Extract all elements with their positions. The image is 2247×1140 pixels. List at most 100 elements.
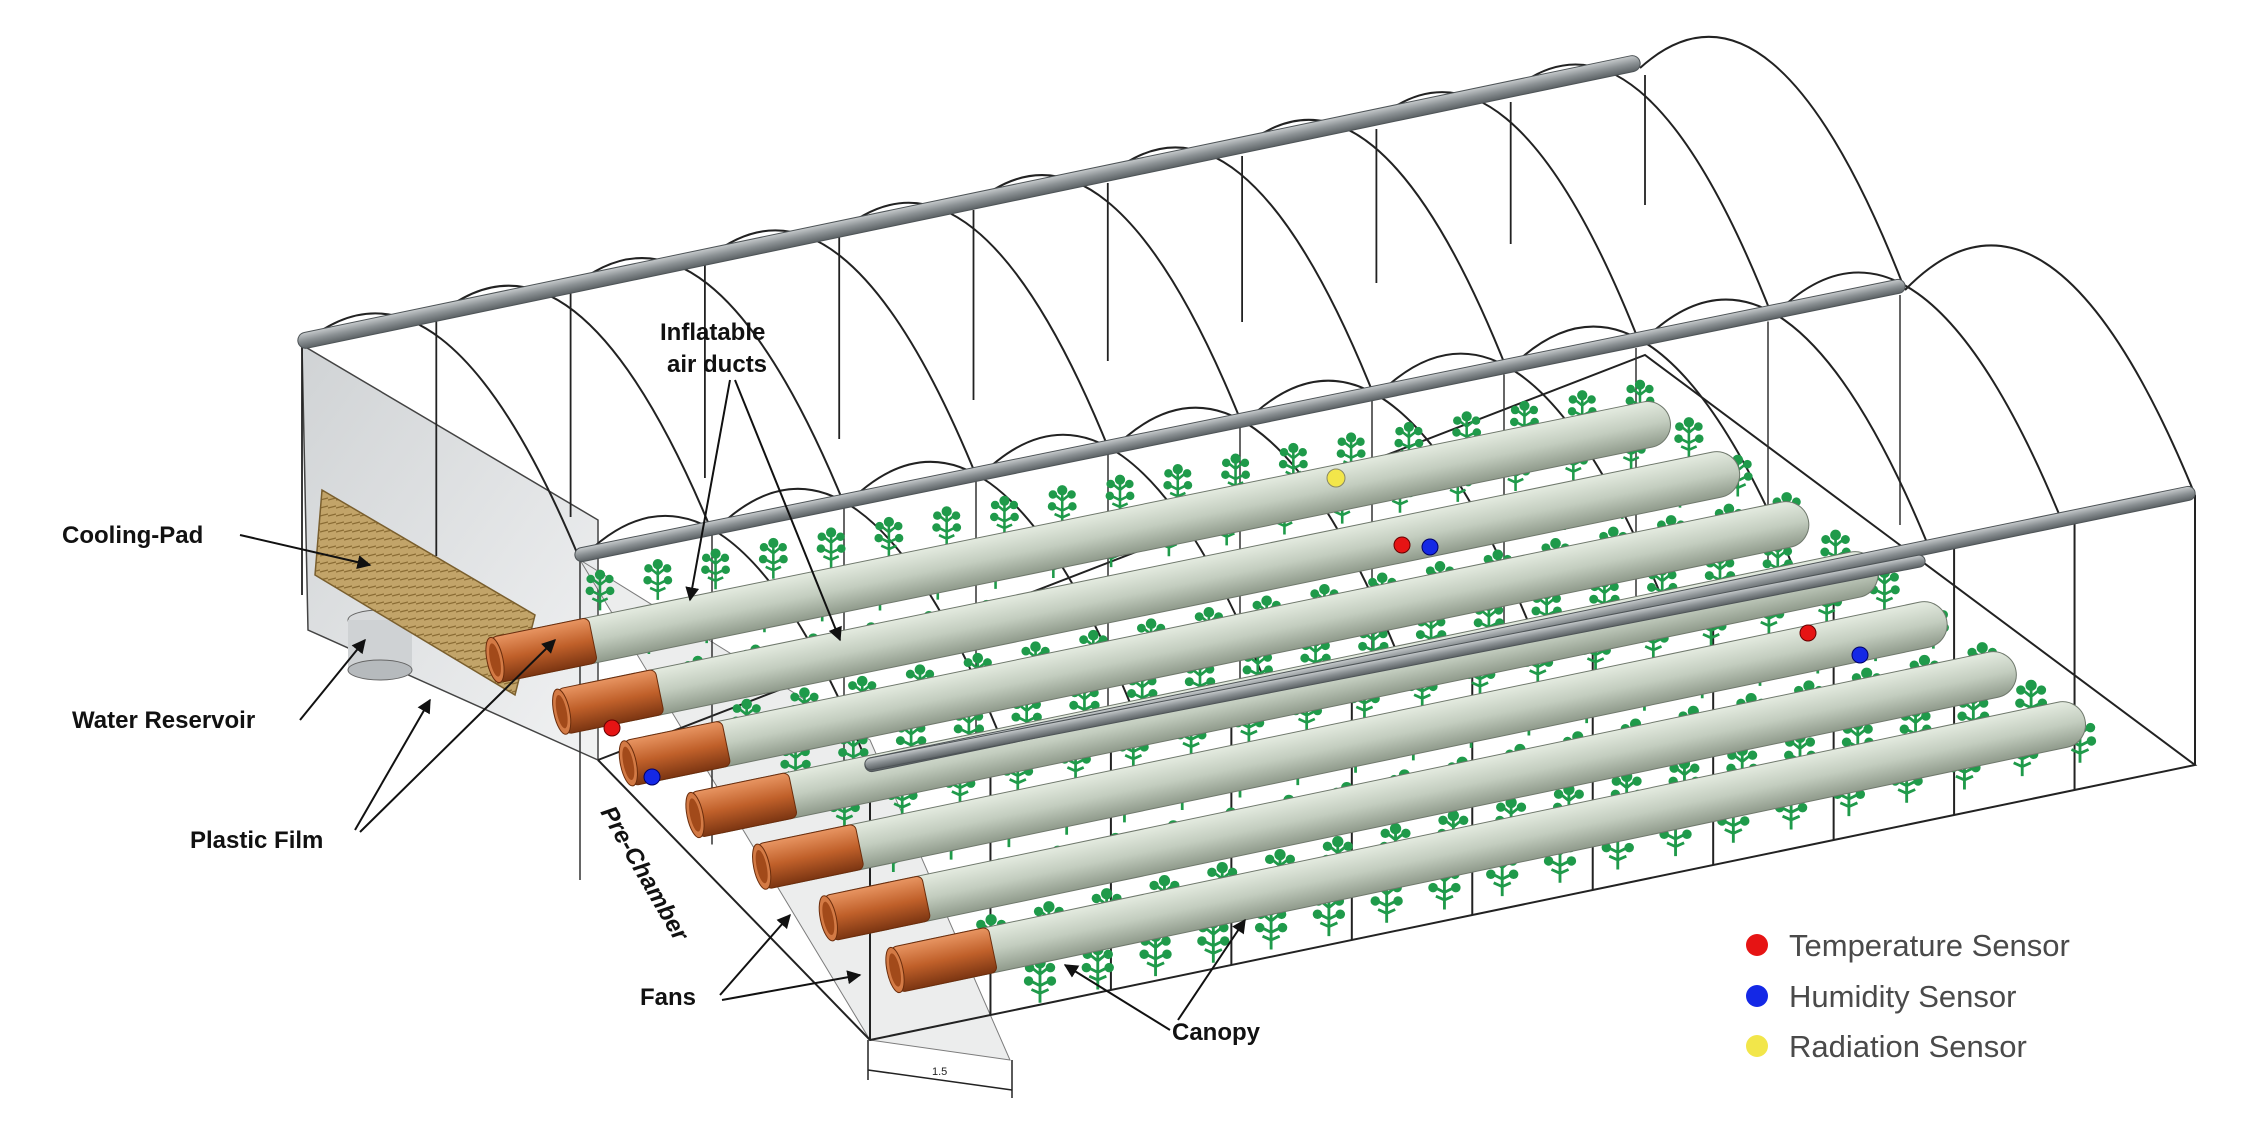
plant-leaf <box>1358 641 1368 651</box>
plant-leaf <box>1127 689 1136 698</box>
plant-leaf <box>1550 538 1561 549</box>
plant-leaf <box>790 692 800 702</box>
plant-leaf <box>836 532 845 541</box>
plant-leaf <box>605 574 614 584</box>
plant <box>643 559 673 600</box>
plant-leaf <box>1694 434 1704 443</box>
plant-leaf <box>1665 515 1677 526</box>
plant-leaf <box>721 565 731 574</box>
arch-left-span <box>1371 91 1641 345</box>
plant-leaf <box>1278 459 1288 469</box>
air-duct <box>552 451 1741 735</box>
plant-leaf <box>1889 572 1899 582</box>
plant-leaf <box>1434 561 1446 572</box>
plant-leaf <box>1389 822 1402 835</box>
plant-stem <box>820 532 842 569</box>
plant-leaf <box>1492 549 1504 561</box>
plant-stem <box>1708 558 1732 597</box>
cooling-pad-label: Cooling-Pad <box>62 522 203 549</box>
plant-leaf <box>1337 437 1347 446</box>
plant-leaf <box>1509 417 1519 427</box>
plant-stem <box>1143 936 1168 977</box>
plant-leaf <box>1357 449 1366 458</box>
plant-leaf <box>1566 856 1577 866</box>
plant-leaf <box>1394 438 1403 448</box>
plant-leaf <box>1830 529 1841 541</box>
plant-leaf <box>1219 936 1230 946</box>
plant-leaf <box>1531 606 1541 616</box>
plant-stem <box>1224 458 1247 495</box>
radiation-sensor <box>1326 468 1346 488</box>
plant-leaf <box>976 919 986 930</box>
plant-leaf <box>1589 594 1599 604</box>
arch-right-span <box>1771 271 2064 523</box>
plant-leaf <box>933 511 942 520</box>
plant-leaf <box>1011 712 1021 722</box>
plant-leaf <box>741 698 752 710</box>
plant-leaf <box>1184 677 1194 687</box>
plant-leaf <box>989 512 999 522</box>
plant-leaf <box>1221 458 1231 468</box>
plant-leaf <box>2085 722 2096 733</box>
plant-stem <box>1073 688 1096 726</box>
plant-leaf <box>1403 421 1414 433</box>
plant-leaf <box>1797 802 1808 813</box>
plant-leaf <box>701 553 711 563</box>
plant-leaf <box>1601 842 1612 853</box>
plant-leaf <box>1918 654 1931 667</box>
fan-inner <box>822 901 835 936</box>
plant-leaf <box>1747 750 1758 760</box>
plant-leaf <box>1401 828 1411 838</box>
plant-leaf <box>1743 472 1753 481</box>
plant-leaf <box>2015 698 2025 708</box>
plant-leaf <box>1048 490 1058 499</box>
plant-leaf <box>1183 481 1193 490</box>
plant-leaf <box>1346 432 1357 443</box>
plant-stem <box>1362 629 1385 667</box>
plant-leaf <box>1114 474 1126 485</box>
plant-leaf <box>1033 906 1044 917</box>
plant-leaf <box>838 747 848 757</box>
plant-leaf <box>2016 685 2026 695</box>
plant-leaf <box>1023 976 1034 986</box>
plant <box>1394 421 1424 463</box>
plant-leaf <box>1516 802 1527 812</box>
plant-leaf <box>1091 893 1102 904</box>
plant-stem <box>1593 582 1616 620</box>
ridge-beam-left <box>297 55 1641 349</box>
plant-leaf <box>1453 416 1462 425</box>
plant-leaf <box>1162 949 1172 960</box>
plant-leaf <box>1567 407 1577 416</box>
dimension-label: 1.5 <box>932 1066 947 1078</box>
plant-leaf <box>1625 396 1635 406</box>
plant-leaf <box>1447 809 1459 822</box>
plant-leaf <box>972 652 984 664</box>
plant <box>1336 432 1366 474</box>
plant-leaf <box>1725 558 1735 568</box>
fans-label: Fans <box>640 984 696 1011</box>
plant-stem <box>1085 949 1110 990</box>
plant-leaf <box>662 564 672 573</box>
plant-leaf <box>867 681 877 690</box>
plant-leaf <box>1626 384 1635 394</box>
plant-leaf <box>1471 416 1481 425</box>
plant-leaf <box>1125 479 1134 489</box>
plant-stem <box>935 511 958 548</box>
plant-stem <box>704 553 727 590</box>
plant-leaf <box>883 516 894 528</box>
plant-leaf <box>1899 724 1909 734</box>
plant-leaf <box>1634 379 1646 390</box>
plant-leaf <box>751 704 761 713</box>
plant-leaf <box>826 527 837 538</box>
plant-leaf <box>983 658 992 668</box>
plant-leaf <box>1230 453 1241 464</box>
plant-leaf <box>643 576 652 585</box>
plant-leaf <box>999 495 1010 506</box>
plant-leaf <box>1675 422 1684 431</box>
plant-leaf <box>952 523 962 532</box>
plant-stem <box>1677 422 1700 459</box>
arch-right-span <box>1639 298 1931 551</box>
plant <box>1047 485 1077 526</box>
arch-left-span <box>568 257 846 507</box>
plant-leaf <box>1438 815 1448 825</box>
